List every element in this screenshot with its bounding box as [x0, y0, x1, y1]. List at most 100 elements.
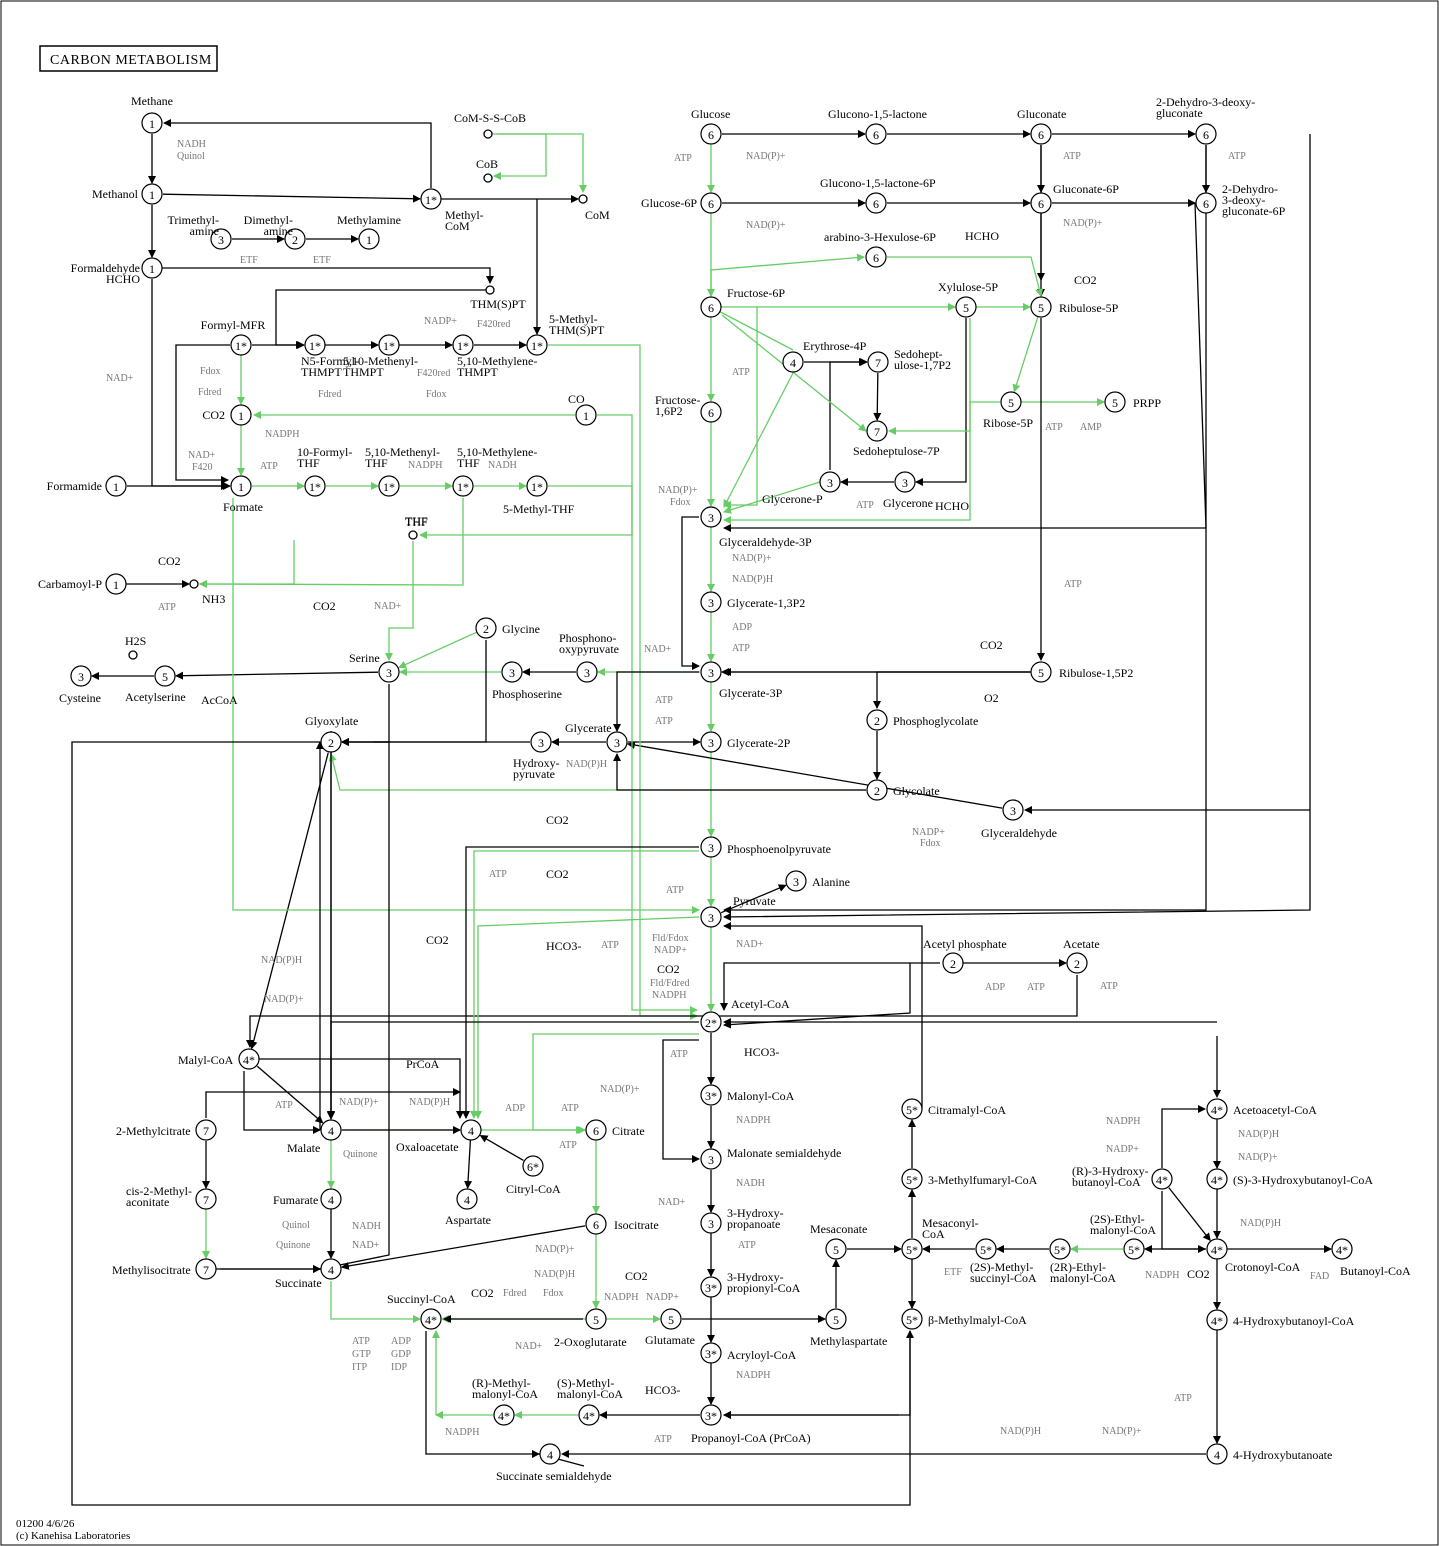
compound-oxaloacetate[interactable]: 4 — [460, 1119, 482, 1141]
module-node[interactable] — [141, 183, 163, 205]
module-node[interactable] — [1030, 192, 1052, 214]
module-node[interactable] — [1195, 123, 1217, 145]
module-node[interactable] — [141, 257, 163, 279]
module-node[interactable] — [575, 404, 597, 426]
compound-formylmfr[interactable]: 1* — [230, 334, 252, 356]
compound-glycerate[interactable]: 3 — [606, 731, 628, 753]
module-node[interactable] — [700, 123, 722, 145]
module-node[interactable] — [700, 296, 722, 318]
module-node[interactable] — [154, 665, 176, 687]
compound-ga3p[interactable]: 3 — [700, 506, 722, 528]
module-node[interactable] — [700, 401, 722, 423]
compound-thf[interactable] — [408, 530, 418, 540]
module-node[interactable] — [1206, 1168, 1228, 1190]
module-node[interactable] — [452, 334, 474, 356]
module-node[interactable] — [700, 506, 722, 528]
compound-ribulose5p[interactable]: 5 — [1030, 296, 1052, 318]
compound-n5formyl[interactable]: 1* — [304, 334, 326, 356]
compound-hbcoa4[interactable]: 4* — [1206, 1309, 1228, 1331]
module-node[interactable] — [230, 404, 252, 426]
compound-formate[interactable]: 1 — [230, 475, 252, 497]
module-node[interactable] — [942, 952, 964, 974]
compound-citrate[interactable]: 6 — [585, 1119, 607, 1141]
module-node[interactable] — [585, 1213, 607, 1235]
compound-dot[interactable] — [483, 173, 493, 183]
module-node[interactable] — [105, 573, 127, 595]
module-node[interactable] — [700, 192, 722, 214]
compound-alanine[interactable]: 3 — [785, 870, 807, 892]
compound-dot[interactable] — [189, 579, 199, 589]
module-node[interactable] — [1030, 123, 1052, 145]
module-node[interactable] — [585, 1119, 607, 1141]
compound-carbamoylp[interactable]: 1 — [105, 573, 127, 595]
module-node[interactable] — [700, 731, 722, 753]
compound-malonylcoa[interactable]: 3* — [700, 1084, 722, 1106]
module-node[interactable] — [700, 1404, 722, 1426]
compound-kdg[interactable]: 6 — [1195, 123, 1217, 145]
compound-glucose6p[interactable]: 6 — [700, 192, 722, 214]
module-node[interactable] — [825, 1308, 847, 1330]
compound-cob[interactable] — [483, 173, 493, 183]
module-node[interactable] — [700, 1342, 722, 1364]
module-node[interactable] — [320, 1188, 342, 1210]
compound-butanoylcoa[interactable]: 4* — [1331, 1238, 1353, 1260]
compound-nh3[interactable] — [189, 579, 199, 589]
compound-h2s[interactable] — [128, 650, 138, 660]
compound-pep[interactable]: 3 — [700, 836, 722, 858]
compound-glyceronep[interactable]: 3 — [819, 471, 841, 493]
compound-methenylthmpt[interactable]: 1* — [378, 334, 400, 356]
compound-serine[interactable]: 3 — [378, 661, 400, 683]
module-node[interactable] — [230, 475, 252, 497]
compound-methylenethf[interactable]: 1* — [452, 475, 474, 497]
compound-methylthf[interactable]: 1* — [526, 475, 548, 497]
compound-glyoxylate[interactable]: 2 — [320, 731, 342, 753]
module-node[interactable] — [238, 1048, 260, 1070]
module-node[interactable] — [866, 709, 888, 731]
compound-methylfumarylcoa[interactable]: 5* — [901, 1168, 923, 1190]
compound-hydroxybutanoate[interactable]: 4 — [1206, 1443, 1228, 1465]
module-node[interactable] — [210, 228, 232, 250]
module-node[interactable] — [700, 906, 722, 928]
module-node[interactable] — [304, 475, 326, 497]
module-node[interactable] — [819, 471, 841, 493]
module-node[interactable] — [576, 661, 598, 683]
compound-glycine[interactable]: 2 — [475, 617, 497, 639]
compound-s3hbcoa[interactable]: 4* — [1206, 1168, 1228, 1190]
module-node[interactable] — [1206, 1309, 1228, 1331]
compound-kdpg[interactable]: 6 — [1195, 192, 1217, 214]
compound-g2p[interactable]: 3 — [700, 731, 722, 753]
module-node[interactable] — [420, 1308, 442, 1330]
compound-acetylcoa[interactable]: 2* — [700, 1011, 722, 1033]
module-node[interactable] — [785, 870, 807, 892]
module-node[interactable] — [700, 1276, 722, 1298]
module-node[interactable] — [606, 731, 628, 753]
compound-glucose[interactable]: 6 — [700, 123, 722, 145]
module-node[interactable] — [700, 661, 722, 683]
module-node[interactable] — [955, 296, 977, 318]
compound-methylthmspt[interactable]: 1* — [526, 334, 548, 356]
module-node[interactable] — [1206, 1238, 1228, 1260]
compound-fructose16p2[interactable]: 6 — [700, 401, 722, 423]
module-node[interactable] — [320, 731, 342, 753]
module-node[interactable] — [585, 1308, 607, 1330]
module-node[interactable] — [1002, 799, 1024, 821]
compound-ribose5p[interactable]: 5 — [1000, 391, 1022, 413]
module-node[interactable] — [195, 1119, 217, 1141]
module-node[interactable] — [230, 334, 252, 356]
compound-hydroxypyruvate[interactable]: 3 — [530, 731, 552, 753]
compound-glycolate[interactable]: 2 — [866, 779, 888, 801]
compound-sethylmalonylcoa[interactable]: 5* — [1123, 1238, 1145, 1260]
compound-gluconolactone6p[interactable]: 6 — [865, 192, 887, 214]
compound-rethylmalonylcoa[interactable]: 5* — [1049, 1238, 1071, 1260]
module-node[interactable] — [526, 334, 548, 356]
compound-citramalylcoa[interactable]: 5* — [901, 1098, 923, 1120]
compound-phosphoglycolate[interactable]: 2 — [866, 709, 888, 731]
compound-formamide[interactable]: 1 — [105, 475, 127, 497]
compound-trimethylamine[interactable]: 3 — [210, 228, 232, 250]
compound-isocitrate[interactable]: 6 — [585, 1213, 607, 1235]
module-node[interactable] — [420, 188, 442, 210]
compound-rubp[interactable]: 5 — [1030, 661, 1052, 683]
compound-phosphoserine[interactable]: 3 — [501, 661, 523, 683]
module-node[interactable] — [304, 334, 326, 356]
compound-malate[interactable]: 4 — [320, 1119, 342, 1141]
